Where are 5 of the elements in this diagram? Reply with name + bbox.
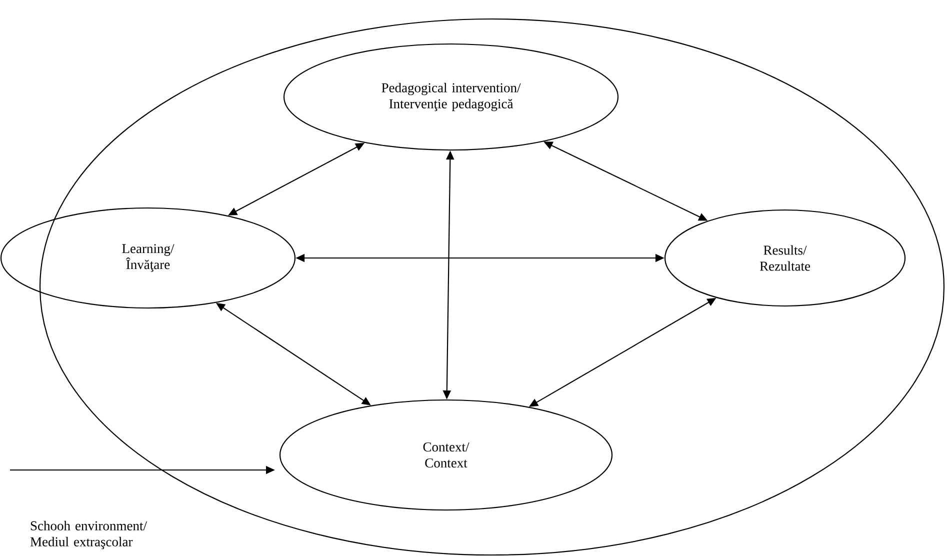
ellipse-node: Context/ Context (279, 399, 613, 511)
ellipse-node: Pedagogical intervention/ Intervenţie pedagogică (283, 43, 619, 151)
caption-text: Schooh environment/ Mediul extraşcolar (30, 520, 147, 550)
ellipse-node: Results/ Rezultate (664, 209, 906, 307)
ellipse-node: Learning/ Învăţare (0, 207, 296, 309)
